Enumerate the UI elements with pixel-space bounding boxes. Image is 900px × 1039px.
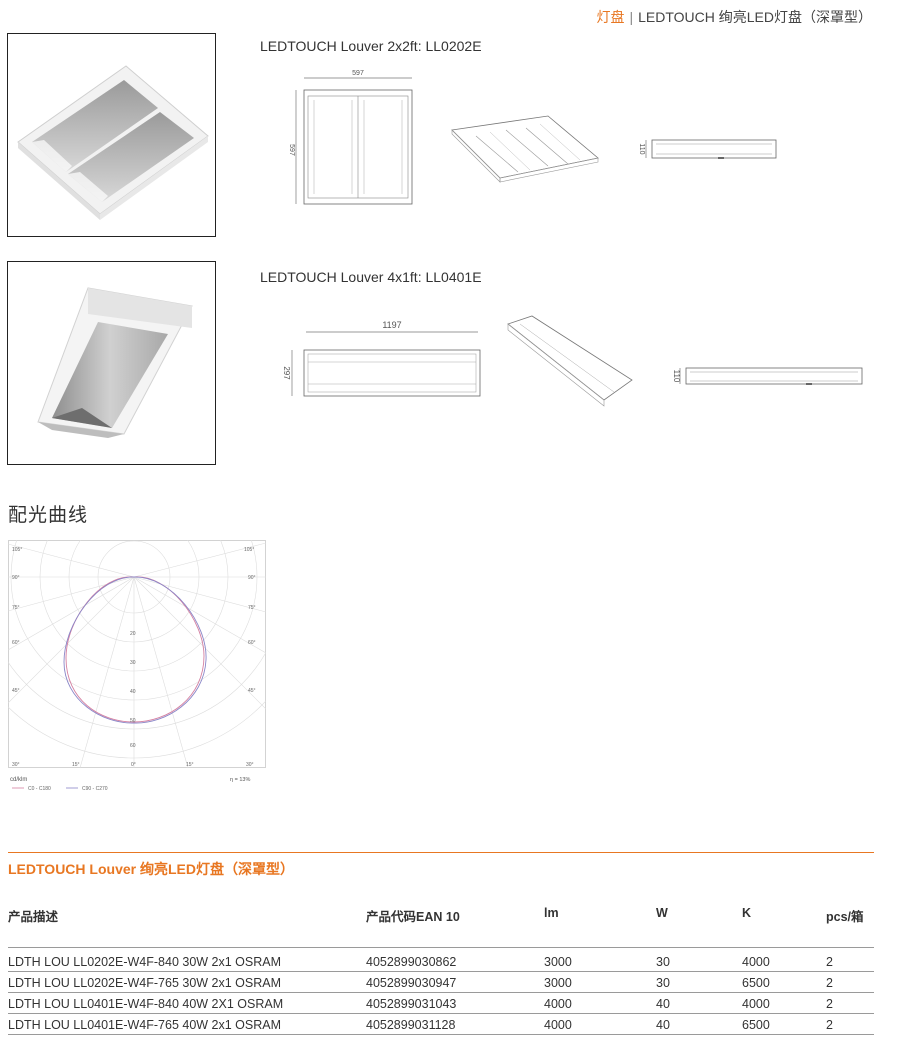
cell-watt: 40 — [656, 1013, 742, 1035]
height-dimension-label-4x1: 297 — [282, 366, 291, 380]
radial-value: 60 — [130, 743, 136, 749]
light-distribution-title: 配光曲线 — [8, 505, 89, 526]
table-title: LEDTOUCH Louver 绚亮LED灯盘（深罩型） — [8, 861, 294, 877]
height-dimension-label: 597 — [288, 144, 295, 156]
drawing-4x1: 1197 297 110 — [282, 315, 863, 407]
radial-value: 40 — [130, 689, 136, 695]
bottom-angle-label: 30° — [246, 762, 254, 768]
cell-pcs: 2 — [826, 1013, 874, 1035]
cell-ean: 4052899031043 — [366, 992, 544, 1014]
product-photo-4x1 — [7, 261, 216, 465]
column-header-ean: 产品代码EAN 10 — [366, 906, 544, 948]
cell-kelvin: 4000 — [742, 992, 826, 1014]
cell-pcs: 2 — [826, 971, 874, 993]
table-row: LDTH LOU LL0202E-W4F-765 30W 2x1 OSRAM 4… — [8, 971, 874, 993]
efficiency-label: η = 13% — [230, 777, 250, 783]
cell-watt: 30 — [656, 947, 742, 972]
cell-watt: 30 — [656, 971, 742, 993]
cell-pcs: 2 — [826, 992, 874, 1014]
polar-diagram: 105° 105° 90° 75° 60° 45° 90° 75° 60° 45… — [8, 540, 266, 792]
angle-label-right: 45° — [248, 688, 256, 694]
depth-dimension-label-4x1: 110 — [672, 370, 681, 383]
bottom-angle-label: 15° — [72, 762, 80, 768]
radial-value: 20 — [130, 631, 136, 637]
width-dimension-label: 597 — [352, 70, 364, 77]
cell-description: LDTH LOU LL0401E-W4F-765 40W 2x1 OSRAM — [8, 1013, 366, 1035]
product-photo-2x2 — [7, 33, 216, 237]
cell-description: LDTH LOU LL0202E-W4F-840 30W 2x1 OSRAM — [8, 947, 366, 972]
cell-lumen: 4000 — [544, 1013, 656, 1035]
cell-kelvin: 6500 — [742, 971, 826, 993]
louver-2x2-illustration — [17, 65, 209, 220]
table-row: LDTH LOU LL0401E-W4F-765 40W 2x1 OSRAM 4… — [8, 1013, 874, 1035]
header-category: 灯盘 — [596, 9, 625, 25]
column-header-pcs: pcs/箱 — [826, 906, 874, 948]
table-row: LDTH LOU LL0401E-W4F-840 40W 2X1 OSRAM 4… — [8, 992, 874, 1014]
cell-ean: 4052899031128 — [366, 1013, 544, 1035]
width-dimension-label-4x1: 1197 — [382, 320, 401, 330]
angle-label-right: 60° — [248, 640, 256, 646]
cell-ean: 4052899030862 — [366, 947, 544, 972]
cell-description: LDTH LOU LL0202E-W4F-765 30W 2x1 OSRAM — [8, 971, 366, 993]
legend-label-c0: C0 - C180 — [28, 786, 51, 792]
bottom-angle-label: 15° — [186, 762, 194, 768]
header-title: LEDTOUCH 绚亮LED灯盘（深罩型） — [638, 9, 872, 25]
cell-watt: 40 — [656, 992, 742, 1014]
angle-label-right: 75° — [248, 605, 256, 611]
radial-value: 50 — [130, 718, 136, 724]
cell-lumen: 4000 — [544, 992, 656, 1014]
angle-label-left: 75° — [12, 605, 20, 611]
legend-label-c90: C90 - C270 — [82, 786, 108, 792]
cell-pcs: 2 — [826, 947, 874, 972]
cell-kelvin: 4000 — [742, 947, 826, 972]
column-header-lumen: lm — [544, 906, 656, 948]
angle-label-left: 60° — [12, 640, 20, 646]
header-separator: | — [629, 9, 634, 25]
curve-c90-c270 — [63, 576, 207, 724]
product-title-4x1: LEDTOUCH Louver 4x1ft: LL0401E — [260, 269, 482, 285]
cell-ean: 4052899030947 — [366, 971, 544, 993]
column-header-kelvin: K — [742, 906, 826, 948]
product-spec-table: 产品描述 产品代码EAN 10 lm W K pcs/箱 LDTH LOU LL… — [8, 906, 874, 1035]
depth-dimension-label: 110 — [638, 143, 645, 154]
angle-label-top-right: 105° — [244, 547, 254, 553]
page-header: 灯盘|LEDTOUCH 绚亮LED灯盘（深罩型） — [596, 7, 872, 27]
cell-description: LDTH LOU LL0401E-W4F-840 40W 2X1 OSRAM — [8, 992, 366, 1014]
radial-value: 30 — [130, 660, 136, 666]
column-header-watt: W — [656, 906, 742, 948]
table-header-row: 产品描述 产品代码EAN 10 lm W K pcs/箱 — [8, 906, 874, 948]
cell-lumen: 3000 — [544, 947, 656, 972]
angle-label-top-left: 105° — [12, 547, 22, 553]
angle-label-right: 90° — [248, 575, 256, 581]
bottom-angle-label: 30° — [12, 762, 20, 768]
column-header-description: 产品描述 — [8, 906, 366, 948]
louver-4x1-illustration — [37, 287, 193, 438]
table-title-rule — [8, 852, 874, 853]
angle-label-left: 90° — [12, 575, 20, 581]
unit-label: cd/klm — [10, 777, 27, 783]
drawing-2x2: 597 597 110 — [288, 70, 777, 205]
bottom-angle-label: 0° — [131, 762, 136, 768]
product-title-2x2: LEDTOUCH Louver 2x2ft: LL0202E — [260, 38, 482, 54]
angle-label-left: 45° — [12, 688, 20, 694]
table-row: LDTH LOU LL0202E-W4F-840 30W 2x1 OSRAM 4… — [8, 947, 874, 972]
cell-kelvin: 6500 — [742, 1013, 826, 1035]
cell-lumen: 3000 — [544, 971, 656, 993]
